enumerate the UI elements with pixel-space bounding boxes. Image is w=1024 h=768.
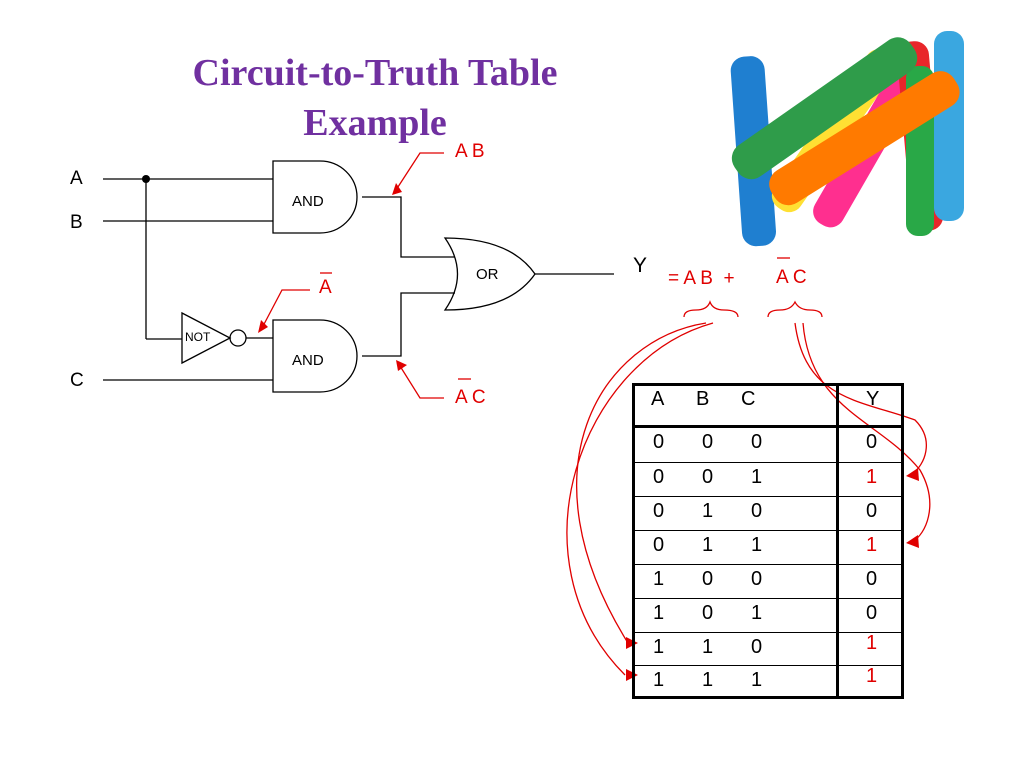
cell-y: 0 (866, 500, 878, 522)
cell-y: 1 (866, 534, 878, 556)
cell-b: 1 (702, 636, 714, 658)
cell-b: 1 (702, 534, 714, 556)
title-line-1: Circuit-to-Truth Table (192, 52, 558, 94)
cell-y: 1 (866, 466, 878, 488)
cell-a: 0 (653, 500, 665, 522)
cell-c: 0 (751, 431, 763, 453)
table-row: 0 1 1 1 (635, 531, 901, 565)
cell-c: 1 (751, 669, 763, 691)
wire-and-bottom-out (362, 292, 455, 357)
cell-a: 1 (653, 636, 665, 658)
cell-b: 0 (702, 568, 714, 590)
table-row: 0 0 1 1 (635, 463, 901, 497)
not-gate (181, 311, 232, 365)
cell-b: 0 (702, 602, 714, 624)
truth-table-header: A B C Y (635, 386, 901, 428)
header-a: A (651, 388, 665, 410)
table-row: 1 1 1 1 (635, 665, 901, 699)
or-gate (443, 237, 536, 311)
cell-c: 1 (751, 602, 763, 624)
and-gate-top-label: AND (292, 193, 324, 210)
table-row: 0 0 0 0 (635, 428, 901, 463)
cell-b: 1 (702, 500, 714, 522)
cell-c: 1 (751, 534, 763, 556)
slide-title: Circuit-to-Truth Table Example (0, 48, 750, 148)
expression-prefix: = A B + (668, 268, 735, 289)
cell-a: 1 (653, 602, 665, 624)
input-label-a: A (70, 168, 83, 189)
annotation-not-a-c: A C (455, 387, 486, 408)
annotation-ab: A B (455, 141, 485, 162)
crayon-green (731, 37, 918, 180)
header-y: Y (866, 388, 880, 410)
cell-a: 1 (653, 568, 665, 590)
header-b: B (696, 388, 710, 410)
table-row: 0 1 0 0 (635, 497, 901, 531)
cell-a: 0 (653, 431, 665, 453)
cell-c: 1 (751, 466, 763, 488)
not-bubble (229, 329, 247, 347)
cell-c: 0 (751, 500, 763, 522)
table-row: 1 0 1 0 (635, 599, 901, 633)
cell-y: 1 (866, 665, 878, 687)
cell-b: 0 (702, 431, 714, 453)
cell-y: 0 (866, 431, 878, 453)
crayons-image (716, 6, 982, 252)
table-divider (836, 386, 839, 696)
not-gate-label: NOT (185, 330, 211, 344)
cell-a: 0 (653, 534, 665, 556)
annotation-not-a: A (319, 277, 332, 298)
cell-y: 1 (866, 632, 878, 654)
input-label-b: B (70, 212, 83, 233)
cell-b: 0 (702, 466, 714, 488)
title-line-2: Example (303, 102, 447, 144)
crayon-orange (769, 71, 960, 206)
cell-a: 1 (653, 669, 665, 691)
cell-b: 1 (702, 669, 714, 691)
truth-table: A B C Y 0 0 0 0 0 0 1 1 0 1 0 0 0 1 1 1 … (632, 383, 904, 699)
table-row: 1 1 0 1 (635, 632, 901, 666)
cell-c: 0 (751, 568, 763, 590)
wire-and-top-out (362, 196, 455, 258)
header-c: C (741, 388, 756, 410)
and-gate-top (272, 160, 358, 234)
and-gate-bottom (272, 319, 358, 393)
and-gate-bottom-label: AND (292, 352, 324, 369)
expression-second-term: A C (776, 267, 807, 288)
or-gate-label: OR (476, 266, 499, 283)
table-row: 1 0 0 0 (635, 565, 901, 599)
cell-y: 0 (866, 602, 878, 624)
cell-a: 0 (653, 466, 665, 488)
cell-y: 0 (866, 568, 878, 590)
input-label-c: C (70, 370, 84, 391)
cell-c: 0 (751, 636, 763, 658)
output-label-y: Y (633, 254, 648, 277)
junction-dot (142, 175, 150, 183)
